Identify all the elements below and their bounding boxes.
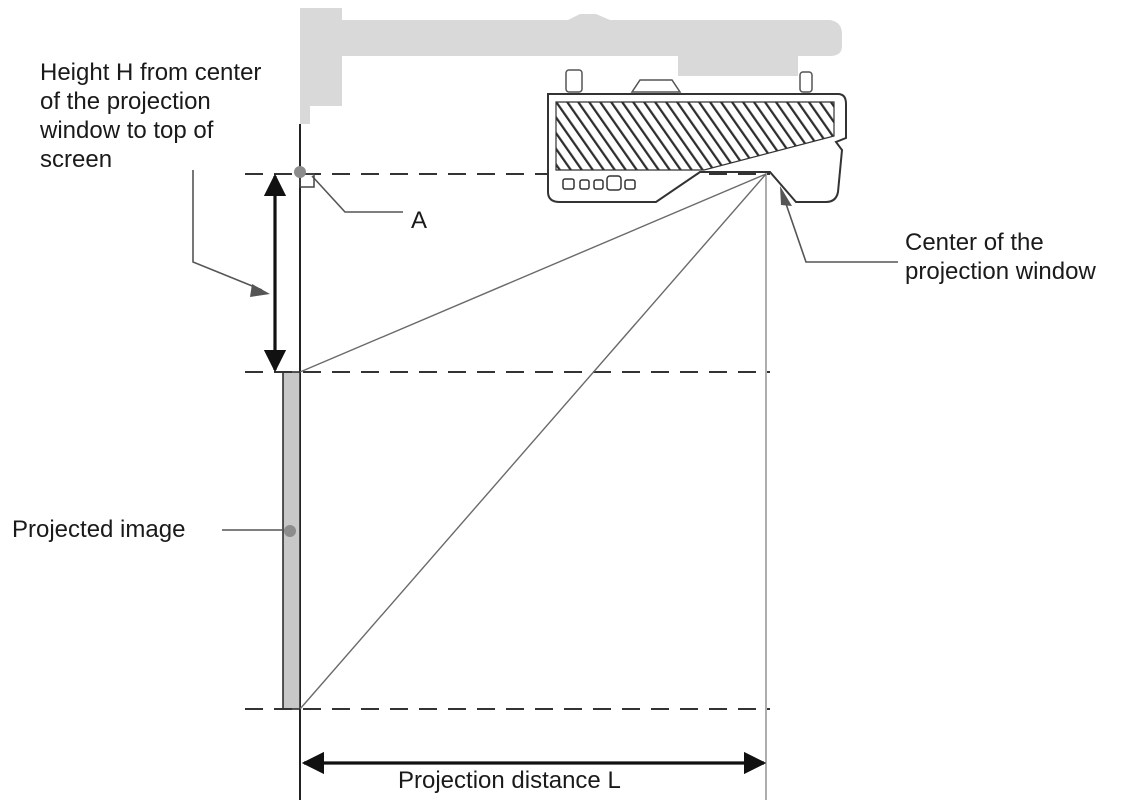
leader-lines — [192, 170, 898, 531]
height-leader — [192, 170, 263, 291]
reference-lines — [245, 173, 770, 710]
height-h-label: Height H from center of the projection w… — [40, 59, 262, 173]
right-angle-marker — [299, 173, 315, 188]
wall-mount — [300, 8, 842, 124]
point-a-dot — [294, 166, 306, 178]
center-window-label: Center of the projection window — [905, 229, 1096, 285]
point-a-label: A — [411, 207, 428, 234]
center-leader — [783, 197, 898, 263]
screen — [282, 124, 301, 800]
projected-image-dot — [284, 525, 296, 537]
a-leader — [311, 175, 403, 213]
center-leader-arrowhead — [780, 186, 792, 206]
projected-image-label: Projected image — [12, 516, 186, 543]
projection-distance-label: Projection distance L — [398, 767, 621, 794]
control-buttons — [562, 175, 636, 191]
projection-beam — [299, 173, 767, 710]
height-leader-arrowhead — [250, 284, 270, 297]
projector — [547, 69, 847, 203]
